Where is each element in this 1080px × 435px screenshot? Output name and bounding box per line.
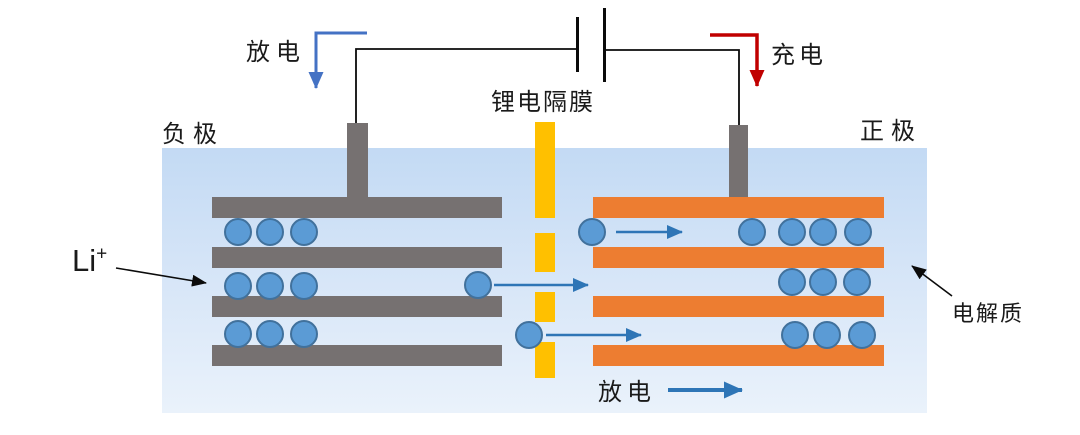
li-ion-label-text: Li xyxy=(72,243,97,278)
li-ion-migrating xyxy=(578,218,606,246)
negative-plate xyxy=(212,345,502,366)
charge-label: 充电 xyxy=(771,41,827,69)
li-ion xyxy=(781,321,809,349)
li-ion xyxy=(809,218,837,246)
positive-electrode-label: 正极 xyxy=(860,117,922,145)
li-ion-label-superscript: + xyxy=(96,243,108,265)
positive-plate xyxy=(593,197,884,218)
negative-electrode-label: 负极 xyxy=(162,120,224,148)
charge-current-arrow xyxy=(710,33,765,87)
li-ion xyxy=(224,218,252,246)
li-ion xyxy=(290,272,318,300)
electrolyte-label: 电解质 xyxy=(952,302,1025,327)
separator-segment xyxy=(535,233,555,272)
positive-plate xyxy=(593,247,884,268)
positive-terminal xyxy=(729,125,748,218)
li-ion xyxy=(256,272,284,300)
li-ion-label: Li+ xyxy=(72,243,107,279)
li-ion xyxy=(843,268,871,296)
negative-plate xyxy=(212,247,502,268)
separator-segment xyxy=(535,342,555,378)
discharge-label-bottom: 放电 xyxy=(598,378,656,406)
discharge-label-top: 放电 xyxy=(246,38,306,66)
li-ion xyxy=(813,321,841,349)
negative-terminal xyxy=(347,123,368,218)
li-ion-migrating xyxy=(515,321,543,349)
discharge-current-arrow xyxy=(308,31,367,89)
separator-segment xyxy=(535,122,555,218)
li-ion xyxy=(809,268,837,296)
li-ion xyxy=(290,218,318,246)
li-ion xyxy=(256,320,284,348)
li-ion xyxy=(738,218,766,246)
li-ion xyxy=(256,218,284,246)
li-ion xyxy=(778,218,806,246)
li-ion xyxy=(848,321,876,349)
li-ion xyxy=(224,320,252,348)
separator-label: 锂电隔膜 xyxy=(491,88,595,116)
positive-plate xyxy=(593,345,884,366)
negative-plate xyxy=(212,197,502,218)
li-ion xyxy=(778,268,806,296)
li-ion xyxy=(290,320,318,348)
li-ion xyxy=(844,218,872,246)
separator-segment xyxy=(535,292,555,322)
positive-plate xyxy=(593,296,884,317)
li-ion xyxy=(224,272,252,300)
li-ion-migrating xyxy=(464,271,492,299)
negative-plate xyxy=(212,296,502,317)
wire-positive xyxy=(606,49,740,125)
